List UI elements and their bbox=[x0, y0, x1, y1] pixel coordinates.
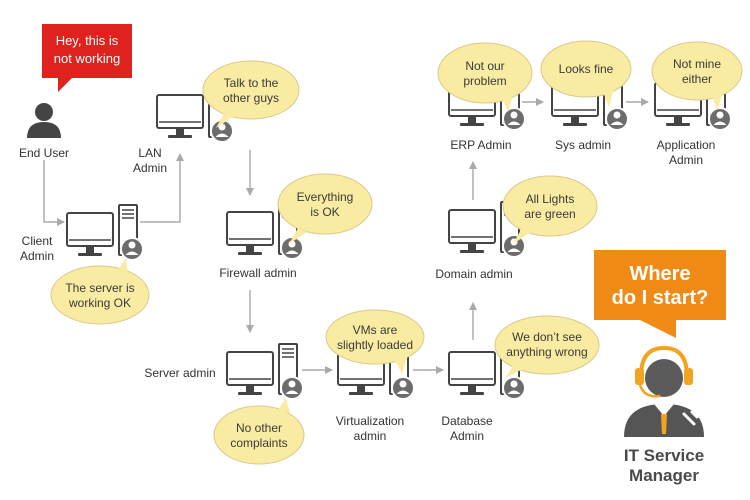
node-erp-admin: ERP Admin Not our problem bbox=[437, 42, 533, 152]
virtualization-bubble-line-1: VMs are bbox=[353, 323, 398, 337]
it-service-manager: Where do I start? IT Service Manager bbox=[594, 250, 726, 485]
client-label-line-2: Admin bbox=[20, 249, 54, 263]
lan-speech-bubble: Talk to the other guys bbox=[202, 60, 300, 128]
firewall-bubble-line-2: is OK bbox=[310, 205, 339, 219]
end-user-callout: Hey, this is not working bbox=[42, 24, 132, 92]
node-lan-admin: LAN Admin Talk to the other guys bbox=[133, 60, 300, 175]
node-application-admin: Application Admin Not mine either bbox=[651, 41, 743, 167]
virtualization-speech-bubble: VMs are slightly loaded bbox=[325, 309, 425, 374]
manager-callout-line-1: Where bbox=[629, 263, 690, 285]
end-user-callout-line-2: not working bbox=[54, 51, 120, 66]
headset-agent-icon bbox=[624, 345, 704, 437]
node-firewall-admin: Firewall admin Everything is OK bbox=[219, 173, 373, 280]
erp-bubble-line-1: Not our bbox=[465, 59, 504, 73]
domain-label: Domain admin bbox=[435, 267, 512, 281]
manager-label-line-1: IT Service bbox=[624, 446, 704, 465]
server-bubble-line-2: complaints bbox=[230, 436, 287, 450]
flow-arrows bbox=[43, 98, 649, 374]
server-bubble-line-1: No other bbox=[236, 421, 282, 435]
erp-label: ERP Admin bbox=[450, 138, 511, 152]
application-label-line-2: Admin bbox=[669, 153, 703, 167]
end-user: Hey, this is not working End User bbox=[19, 24, 132, 160]
lan-label-line-2: Admin bbox=[133, 161, 167, 175]
lan-label-line-1: LAN bbox=[138, 146, 161, 160]
client-bubble-line-1: The server is bbox=[65, 281, 134, 295]
application-label-line-1: Application bbox=[657, 138, 716, 152]
node-client-admin: Client Admin The server is working OK bbox=[20, 204, 150, 325]
client-bubble-line-2: working OK bbox=[68, 296, 131, 310]
erp-bubble-line-2: problem bbox=[463, 74, 506, 88]
computer-icon bbox=[226, 343, 304, 400]
node-virtualization-admin: Virtualization admin VMs are slightly lo… bbox=[325, 309, 425, 443]
sys-label: Sys admin bbox=[555, 138, 611, 152]
database-bubble-line-1: We don’t see bbox=[512, 330, 582, 344]
client-speech-bubble: The server is working OK bbox=[50, 258, 150, 325]
node-database-admin: Database Admin We don’t see anything wro… bbox=[441, 315, 600, 443]
virtualization-label-line-2: admin bbox=[354, 429, 387, 443]
server-speech-bubble: No other complaints bbox=[213, 398, 305, 465]
node-domain-admin: Domain admin All Lights are green bbox=[435, 175, 598, 281]
lan-bubble-line-1: Talk to the bbox=[224, 76, 279, 90]
domain-speech-bubble: All Lights are green bbox=[502, 175, 598, 244]
manager-label-line-2: Manager bbox=[629, 466, 699, 485]
erp-speech-bubble: Not our problem bbox=[437, 42, 533, 112]
application-bubble-line-2: either bbox=[682, 72, 712, 86]
virtualization-bubble-line-2: slightly loaded bbox=[337, 338, 413, 352]
node-sys-admin: Sys admin Looks fine bbox=[540, 40, 632, 152]
database-label-line-2: Admin bbox=[450, 429, 484, 443]
application-bubble-line-1: Not mine bbox=[673, 57, 721, 71]
user-icon bbox=[27, 103, 61, 138]
server-label: Server admin bbox=[144, 366, 215, 380]
firewall-bubble-line-1: Everything bbox=[297, 190, 354, 204]
end-user-label: End User bbox=[19, 146, 69, 160]
application-speech-bubble: Not mine either bbox=[651, 41, 743, 110]
sys-bubble-line-1: Looks fine bbox=[559, 62, 614, 76]
firewall-speech-bubble: Everything is OK bbox=[277, 173, 373, 244]
domain-bubble-line-1: All Lights bbox=[526, 192, 575, 206]
manager-callout: Where do I start? bbox=[594, 250, 726, 338]
manager-callout-line-2: do I start? bbox=[612, 287, 709, 309]
database-speech-bubble: We don’t see anything wrong bbox=[494, 315, 600, 378]
database-bubble-line-2: anything wrong bbox=[506, 345, 587, 359]
arrow-user-to-client bbox=[43, 160, 65, 226]
client-label-line-1: Client bbox=[22, 234, 53, 248]
database-label-line-1: Database bbox=[441, 414, 493, 428]
node-server-admin: Server admin No other complaints bbox=[144, 343, 305, 465]
domain-bubble-line-2: are green bbox=[524, 207, 575, 221]
virtualization-label-line-1: Virtualization bbox=[336, 414, 404, 428]
end-user-callout-line-1: Hey, this is bbox=[56, 33, 119, 48]
computer-icon bbox=[66, 204, 144, 261]
sys-speech-bubble: Looks fine bbox=[540, 40, 632, 107]
firewall-label: Firewall admin bbox=[219, 266, 296, 280]
lan-bubble-line-2: other guys bbox=[223, 91, 279, 105]
arrow-client-to-lan bbox=[140, 153, 184, 223]
